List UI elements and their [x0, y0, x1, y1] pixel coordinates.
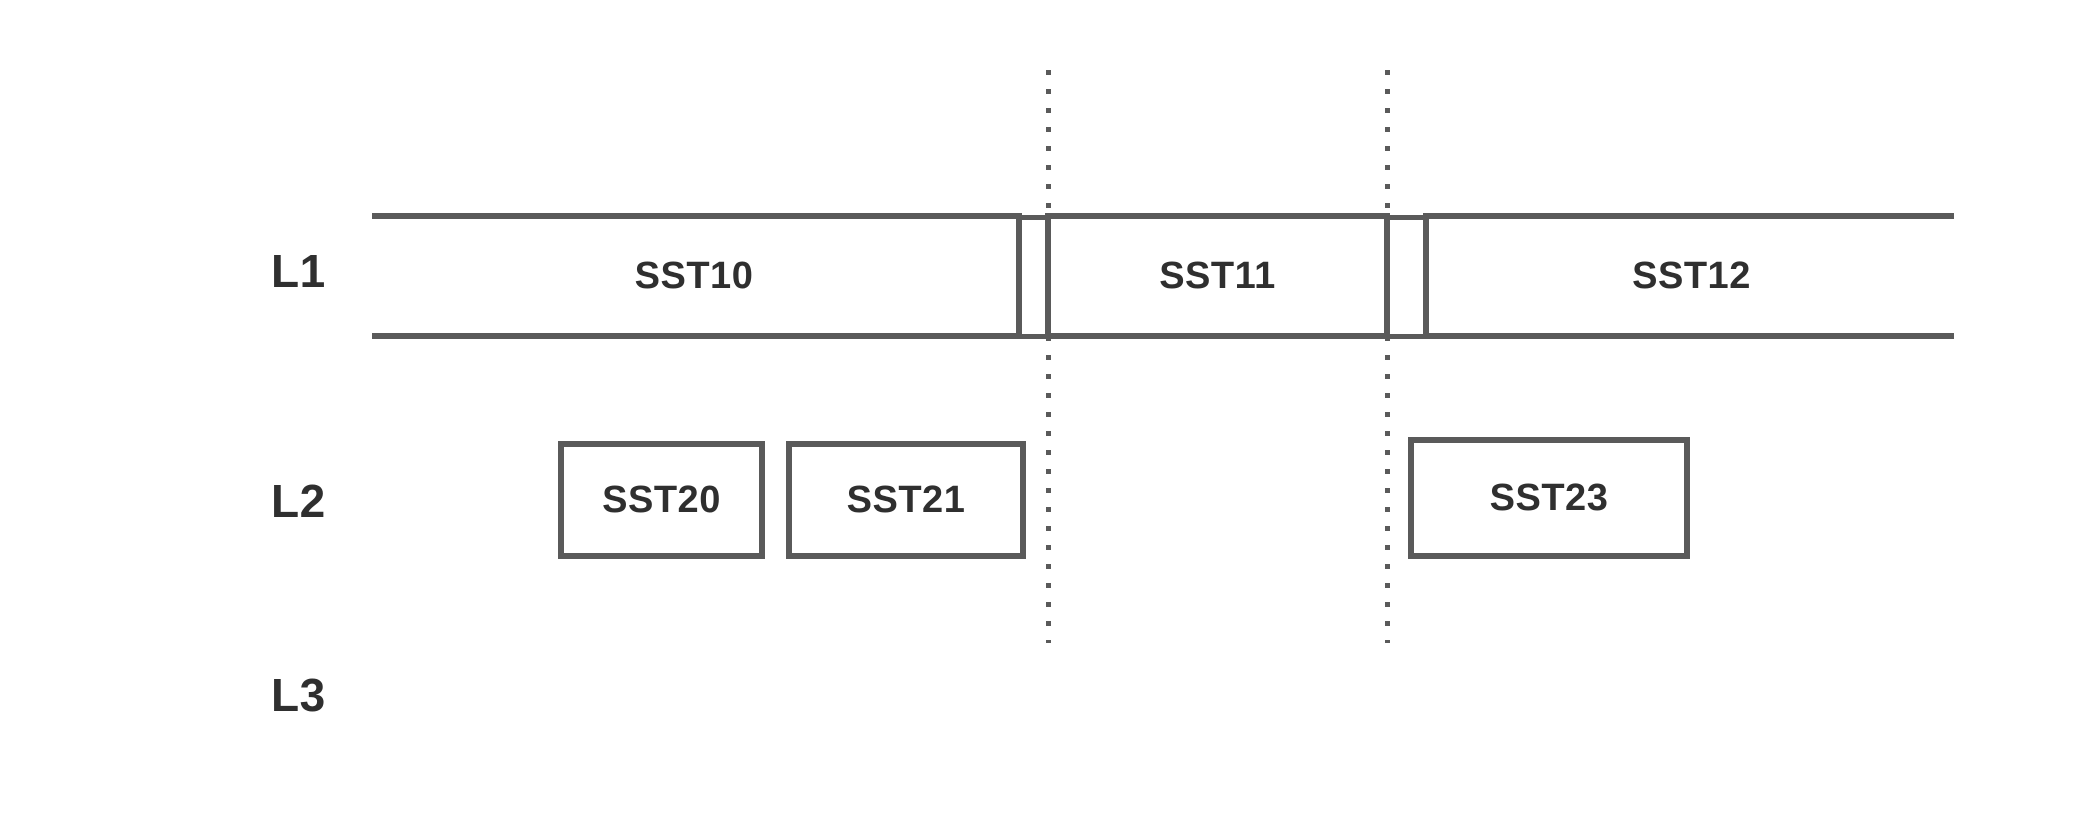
divider-line-left — [1046, 70, 1051, 643]
row-label-l1: L1 — [271, 245, 326, 297]
row-label-l3: L3 — [271, 669, 326, 721]
divider-line-right — [1385, 70, 1390, 643]
sst-box-label-sst10: SST10 — [634, 255, 754, 297]
sst-box-sst20[interactable]: SST20 — [558, 441, 765, 559]
sst-box-sst10[interactable]: SST10 — [372, 213, 1022, 339]
sst-box-label-sst12: SST12 — [1632, 255, 1751, 297]
sst-box-sst12[interactable]: SST12 — [1423, 213, 1954, 339]
sst-box-sst23[interactable]: SST23 — [1408, 437, 1690, 559]
sst-box-sst11[interactable]: SST11 — [1045, 213, 1390, 339]
sst-box-label-sst11: SST11 — [1159, 255, 1276, 297]
sst-box-label-sst23: SST23 — [1489, 477, 1609, 519]
row-label-l2: L2 — [271, 475, 326, 527]
sst-box-label-sst21: SST21 — [846, 479, 966, 521]
sst-box-label-sst20: SST20 — [602, 479, 721, 521]
sst-box-sst21[interactable]: SST21 — [786, 441, 1026, 559]
